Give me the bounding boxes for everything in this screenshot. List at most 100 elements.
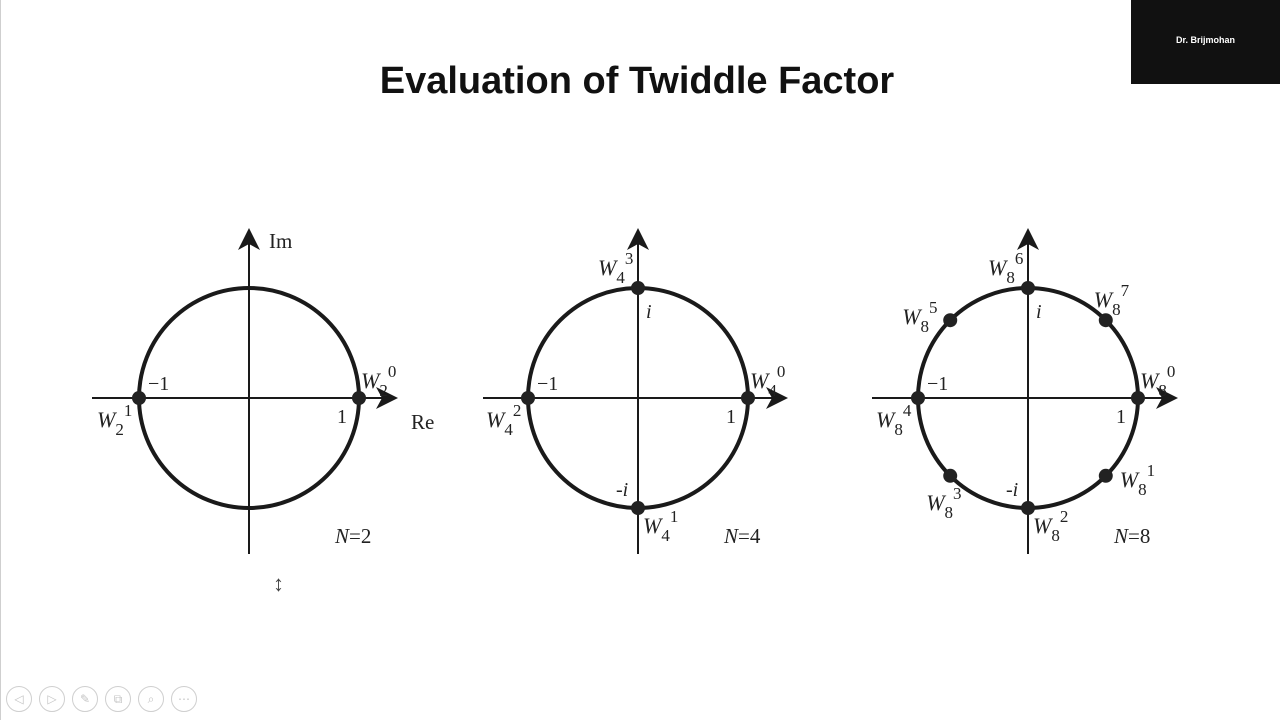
twiddle-label-base: W: [598, 255, 618, 280]
imag-axis-arrow-icon: [627, 228, 649, 250]
twiddle-label-base: W: [988, 255, 1008, 280]
n-label-var: N: [334, 524, 350, 548]
n-label: N=2: [334, 524, 371, 548]
twiddle-label-base: W: [1033, 513, 1053, 538]
twiddle-label-sup: 0: [388, 362, 397, 381]
twiddle-label-sup: 2: [1060, 507, 1069, 526]
tick-label-i: i: [1036, 301, 1042, 323]
twiddle-label-sup: 1: [124, 401, 133, 420]
twiddle-label-base: W: [486, 407, 506, 432]
twiddle-label: W40: [750, 362, 785, 400]
twiddle-label-base: W: [926, 490, 946, 515]
twiddle-point: [352, 391, 366, 405]
next-arrow-icon[interactable]: ▷: [39, 686, 65, 712]
tick-label-i: i: [646, 301, 652, 323]
re-axis-label: Re: [411, 410, 434, 434]
twiddle-label-sup: 5: [929, 298, 938, 317]
twiddle-label: W41: [643, 507, 678, 545]
twiddle-label: W81: [1120, 461, 1155, 499]
twiddle-label: W21: [97, 401, 132, 439]
slides-icon[interactable]: ⧉: [105, 686, 131, 712]
twiddle-label: W82: [1033, 507, 1068, 545]
n-label: N=4: [723, 524, 761, 548]
twiddle-label-sub: 4: [768, 381, 777, 400]
twiddle-point: [943, 313, 958, 328]
twiddle-label-base: W: [1094, 287, 1114, 312]
slide-title: Evaluation of Twiddle Factor: [379, 60, 895, 102]
presenter-name: Dr. Brijmohan: [1175, 35, 1235, 45]
twiddle-label-base: W: [97, 407, 117, 432]
twiddle-label-sup: 0: [777, 362, 786, 381]
twiddle-label-sup: 6: [1015, 249, 1024, 268]
twiddle-label-sub: 8: [1158, 381, 1167, 400]
slide-border: [0, 0, 1, 720]
twiddle-label-sup: 0: [1167, 362, 1176, 381]
twiddle-label-sub: 8: [945, 503, 954, 522]
twiddle-label-sup: 1: [670, 507, 679, 526]
twiddle-point: [631, 501, 645, 515]
presenter-webcam: Dr. Brijmohan: [1131, 0, 1280, 84]
pen-icon[interactable]: ✎: [72, 686, 98, 712]
twiddle-label: W42: [486, 401, 521, 439]
tick-label-one: 1: [1116, 406, 1126, 428]
twiddle-label: W87: [1094, 281, 1130, 319]
twiddle-label-sub: 2: [115, 420, 124, 439]
n-label-value: =2: [349, 524, 371, 548]
twiddle-label-base: W: [902, 304, 922, 329]
tick-label-minus-one: −1: [537, 373, 558, 395]
twiddle-label-sub: 4: [616, 268, 625, 287]
tick-label-one: 1: [337, 406, 347, 428]
twiddle-label-sub: 4: [661, 526, 670, 545]
twiddle-label-sub: 4: [504, 420, 513, 439]
real-axis-arrow-icon: [766, 387, 788, 409]
im-axis-label: Im: [269, 229, 292, 253]
twiddle-point: [943, 468, 958, 483]
twiddle-label: W20: [361, 362, 396, 400]
twiddle-label-sup: 3: [625, 249, 634, 268]
twiddle-point: [741, 391, 755, 405]
twiddle-point: [132, 391, 146, 405]
n-label-value: =8: [1128, 524, 1150, 548]
twiddle-label-base: W: [750, 368, 770, 393]
slideshow-toolbar: ◁ ▷ ✎ ⧉ ⌕ ⋯: [6, 686, 197, 712]
twiddle-label: W80: [1140, 362, 1175, 400]
n-label-value: =4: [738, 524, 761, 548]
twiddle-label: W84: [876, 401, 912, 439]
tick-label-minus-i: -i: [1006, 479, 1018, 501]
twiddle-point: [1098, 468, 1113, 483]
twiddle-label: W83: [926, 484, 961, 522]
real-axis-arrow-icon: [376, 387, 398, 409]
twiddle-label: W43: [598, 249, 633, 287]
tick-label-minus-i: -i: [616, 479, 628, 501]
tick-label-minus-one: −1: [927, 373, 948, 395]
imag-axis-arrow-icon: [1017, 228, 1039, 250]
imag-axis-arrow-icon: [238, 228, 260, 250]
twiddle-label-base: W: [1140, 368, 1160, 393]
twiddle-label-base: W: [1120, 467, 1140, 492]
tick-label-one: 1: [726, 406, 736, 428]
twiddle-label-sub: 8: [921, 317, 930, 336]
twiddle-point: [911, 391, 925, 405]
twiddle-label: W86: [988, 249, 1023, 287]
twiddle-label-sub: 8: [894, 420, 903, 439]
twiddle-label: W85: [902, 298, 937, 336]
twiddle-label-sub: 2: [379, 381, 388, 400]
twiddle-label-sub: 8: [1006, 268, 1015, 287]
zoom-icon[interactable]: ⌕: [138, 686, 164, 712]
twiddle-point: [1131, 391, 1145, 405]
more-icon[interactable]: ⋯: [171, 686, 197, 712]
tick-label-minus-one: −1: [148, 373, 169, 395]
prev-arrow-icon[interactable]: ◁: [6, 686, 32, 712]
n-label-var: N: [723, 524, 739, 548]
twiddle-point: [1021, 281, 1035, 295]
twiddle-label-sup: 3: [953, 484, 962, 503]
twiddle-label-base: W: [876, 407, 896, 432]
twiddle-label-base: W: [643, 513, 663, 538]
twiddle-label-sub: 8: [1051, 526, 1060, 545]
twiddle-label-sup: 4: [903, 401, 912, 420]
twiddle-point: [1098, 313, 1113, 328]
twiddle-label-sub: 8: [1138, 480, 1147, 499]
